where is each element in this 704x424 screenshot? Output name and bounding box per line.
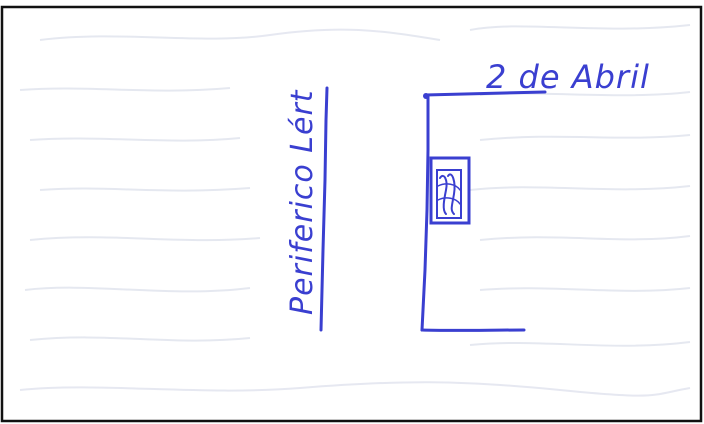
corner-dot (423, 93, 429, 99)
label-periferico: Periferico Lért (285, 89, 320, 315)
label-2-de-abril: 2 de Abril (486, 58, 650, 96)
